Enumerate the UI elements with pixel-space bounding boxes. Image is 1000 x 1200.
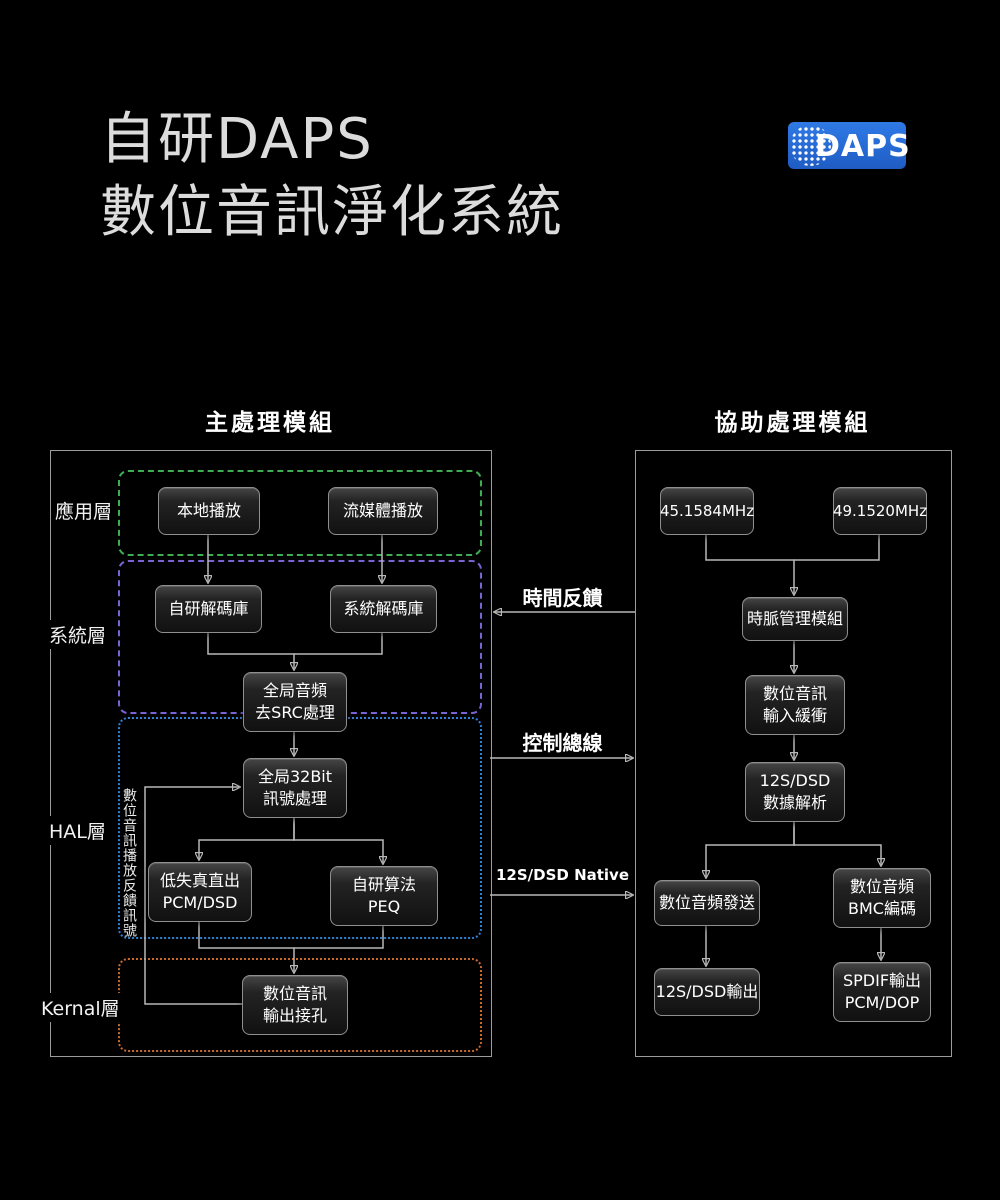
node-label: 數位音訊 [262, 983, 327, 1003]
connector-label-time-feedback: 時間反饋 [522, 586, 603, 610]
connector-label-i2s-native: 12S/DSD Native [495, 866, 630, 884]
feedback-path [144, 787, 242, 1005]
node-clock-45: 45.1584MHz [660, 487, 754, 535]
node-label: PCM/DOP [844, 993, 920, 1012]
assist-module-box [635, 450, 952, 1057]
layer-label-system: 系統層 [46, 620, 110, 649]
node-label: 時脈管理模組 [746, 608, 843, 628]
page-title: 自研DAPS 數位音訊淨化系統 [100, 104, 564, 250]
node-label: 輸入緩衝 [762, 706, 827, 725]
cross-module-arrows [490, 612, 635, 895]
node-label: 流媒體播放 [342, 500, 423, 520]
node-label: 輸出接孔 [262, 1006, 327, 1025]
node-spdif-output: SPDIF輸出 PCM/DOP [833, 962, 931, 1022]
node-clock-management: 時脈管理模組 [742, 597, 848, 641]
layer-label-hal: HAL層 [46, 816, 109, 845]
node-audio-send: 數位音頻發送 [654, 880, 760, 926]
node-label: 自研解碼庫 [168, 598, 249, 618]
node-local-playback: 本地播放 [158, 487, 260, 535]
node-label: 系統解碼庫 [343, 598, 424, 618]
node-label: 數位音頻 [849, 876, 914, 896]
node-label: PCM/DSD [162, 893, 238, 912]
feedback-vertical-label: 數位音訊播放反饋訊號 [121, 788, 137, 938]
node-label: 全局音頻 [262, 680, 327, 700]
main-module-title: 主處理模組 [205, 410, 335, 436]
node-low-distortion: 低失真直出 PCM/DSD [148, 862, 252, 922]
page-title-line1: 自研DAPS [100, 107, 374, 172]
daps-logo: DAPS [788, 122, 910, 169]
node-self-decoder: 自研解碼庫 [155, 585, 262, 633]
node-label: 本地播放 [176, 500, 241, 520]
node-label: 45.1584MHz [659, 501, 755, 520]
node-label: 去SRC處理 [255, 703, 335, 722]
node-self-algo-peq: 自研算法 PEQ [330, 866, 438, 926]
connector-label-control-bus: 控制總線 [522, 731, 603, 755]
group-app-layer [118, 470, 482, 556]
node-i2s-output: 12S/DSD輸出 [654, 968, 760, 1016]
main-module-box [50, 450, 492, 1057]
node-data-parse: 12S/DSD 數據解析 [745, 762, 845, 822]
node-label: 數據解析 [762, 793, 827, 812]
assist-module-title: 協助處理模組 [714, 410, 871, 436]
node-label: 訊號處理 [262, 789, 327, 808]
node-global-desrc: 全局音頻 去SRC處理 [243, 672, 347, 732]
node-bmc-encode: 數位音頻 BMC編碼 [833, 868, 931, 928]
node-global-32bit: 全局32Bit 訊號處理 [243, 758, 347, 818]
node-label: 數位音頻發送 [658, 892, 755, 912]
assist-module-arrows [706, 533, 881, 965]
node-label: PEQ [367, 897, 401, 916]
node-label: 全局32Bit [257, 766, 333, 786]
node-digital-output: 數位音訊 輸出接孔 [242, 975, 348, 1035]
node-label: 低失真直出 [159, 870, 240, 890]
node-label: 12S/DSD輸出 [655, 981, 759, 1001]
node-label: 49.1520MHz [832, 501, 928, 520]
node-label: 12S/DSD [759, 770, 831, 790]
page-title-line2: 數位音訊淨化系統 [100, 179, 564, 245]
main-module-arrows [144, 533, 383, 1005]
node-label: 數位音訊 [762, 683, 827, 703]
node-stream-playback: 流媒體播放 [328, 487, 438, 535]
halftone-globe-icon [790, 125, 831, 166]
node-clock-49: 49.1520MHz [833, 487, 927, 535]
logo-text: DAPS [815, 129, 911, 164]
node-label: SPDIF輸出 [842, 970, 922, 990]
node-label: 自研算法 [351, 874, 416, 894]
layer-label-app: 應用層 [52, 496, 116, 525]
node-label: BMC編碼 [848, 899, 916, 918]
node-system-decoder: 系統解碼庫 [330, 585, 437, 633]
node-input-buffer: 數位音訊 輸入緩衝 [745, 675, 845, 735]
layer-label-kernel: Kernal層 [38, 993, 123, 1022]
